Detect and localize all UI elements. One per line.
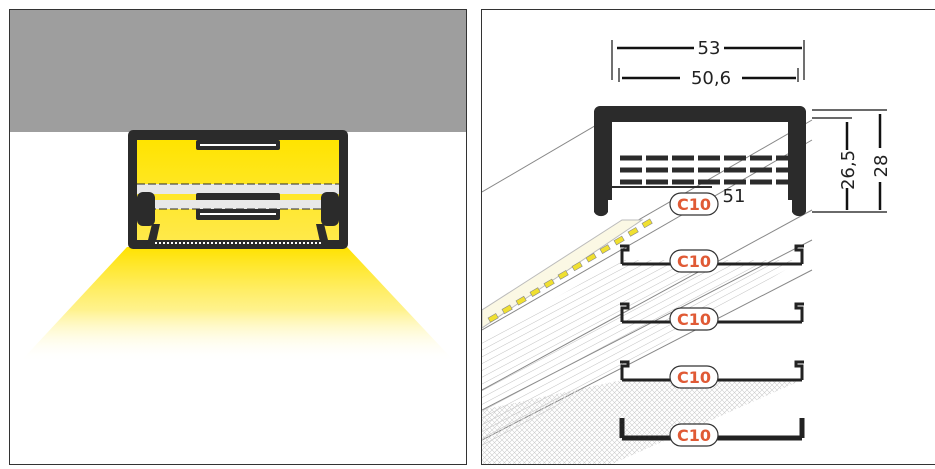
light-distribution-panel [9,9,467,465]
dim-outer-height: 28 [871,155,892,178]
c10-badge: C10 [669,365,719,389]
led-chip [585,252,597,263]
led-chip [529,287,541,297]
profile-cross-section [594,106,806,217]
svg-text:C10: C10 [677,195,711,214]
svg-text:C10: C10 [677,252,711,271]
technical-drawing-panel: 53 50,6 26,5 28 51 C10 [481,9,935,465]
led-chip [543,278,555,289]
c10-badge: C10 [669,423,719,447]
led-chip [599,244,611,254]
dim-cover-depth: 51 [723,186,746,207]
dim-outer-width: 53 [698,38,721,59]
led-strip-upper [137,184,339,194]
svg-text:C10: C10 [677,368,711,387]
led-chip [487,313,499,323]
dim-inner-width: 50,6 [691,68,731,89]
aluminium-profile [128,130,348,249]
led-chip [515,295,527,306]
led-chip [613,235,625,246]
opal-diffuser-surface [482,380,802,464]
led-chip [557,270,569,280]
c10-badge: C10 [669,192,719,216]
c10-badge: C10 [669,307,719,331]
light-distribution-svg [10,10,466,362]
c10-badges: C10 C10 C10 C10 C10 [669,192,719,447]
led-chip [571,261,583,272]
light-beam [20,247,455,362]
ceiling [10,10,466,132]
led-chip [641,218,653,229]
dimension-lines [611,40,887,213]
led-chip [501,304,513,315]
technical-drawing-svg: 53 50,6 26,5 28 51 C10 [482,38,892,464]
led-chip [627,227,639,237]
led-strip-lower [137,200,339,209]
svg-text:C10: C10 [677,310,711,329]
svg-text:C10: C10 [677,426,711,445]
dim-inner-height: 26,5 [838,150,859,190]
led-chips [487,218,653,323]
c10-badge: C10 [669,249,719,273]
